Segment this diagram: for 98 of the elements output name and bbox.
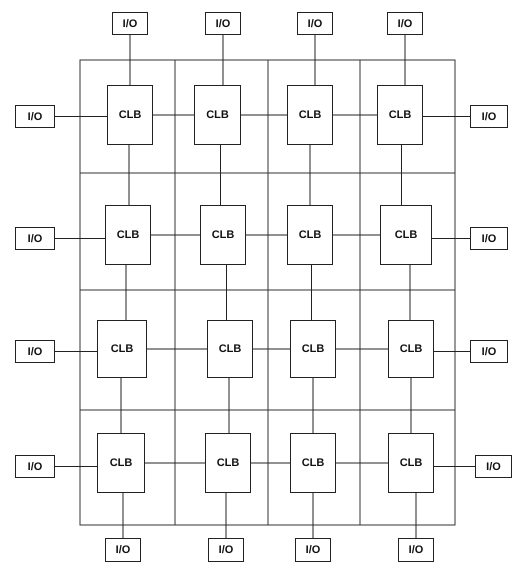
connector-line: [336, 462, 388, 464]
connector-line: [54, 116, 108, 117]
block-label: CLB: [110, 457, 132, 469]
block-box: [107, 85, 153, 145]
block-box: [15, 340, 55, 363]
block-box: [207, 320, 253, 378]
connector-line: [226, 264, 227, 320]
block-label: I/O: [28, 346, 42, 358]
block-label: CLB: [394, 229, 418, 241]
block-box: [377, 85, 423, 145]
connector-line: [150, 234, 200, 236]
block-box: [105, 205, 151, 265]
connector-line: [401, 144, 402, 206]
connector-line: [146, 348, 208, 350]
block-label: CLB: [218, 343, 242, 355]
block-box: [290, 320, 336, 378]
block-box: [205, 433, 251, 493]
connector-line: [152, 114, 194, 116]
block-box: [15, 455, 55, 478]
connector-line: [332, 114, 378, 116]
connector-line: [404, 34, 406, 86]
block-label: I/O: [482, 110, 496, 122]
block-label: I/O: [216, 18, 230, 30]
block-box: [470, 340, 508, 363]
block-box: [112, 12, 148, 35]
block-box: [208, 538, 244, 562]
block-label: CLB: [116, 229, 140, 241]
block-label: CLB: [298, 109, 322, 121]
block-box: [287, 85, 333, 145]
block-box: [388, 320, 434, 378]
block-box: [387, 12, 423, 35]
block-label: CLB: [212, 229, 234, 241]
block-box: [287, 205, 333, 265]
connector-line: [410, 378, 412, 434]
connector-line: [122, 492, 124, 538]
block-label: CLB: [216, 457, 240, 469]
connector-line: [312, 378, 314, 434]
block-label: I/O: [306, 544, 320, 556]
block-label: CLB: [302, 457, 324, 469]
block-label: CLB: [388, 109, 412, 121]
block-box: [297, 12, 333, 35]
block-box: [470, 105, 508, 128]
block-box: [388, 433, 434, 493]
block-box: [97, 433, 145, 493]
block-label: CLB: [400, 343, 422, 355]
block-box: [295, 538, 331, 562]
block-box: [15, 105, 55, 128]
block-box: [475, 455, 512, 478]
block-label: CLB: [400, 457, 422, 469]
connector-line: [332, 234, 380, 236]
connector-line: [220, 144, 221, 206]
block-label: I/O: [308, 18, 322, 30]
connector-line: [246, 234, 288, 236]
block-box: [380, 205, 432, 265]
block-box: [205, 12, 241, 35]
block-label: I/O: [408, 544, 424, 556]
connector-line: [434, 351, 470, 352]
block-label: CLB: [110, 343, 134, 355]
connector-line: [54, 238, 106, 239]
block-box: [194, 85, 241, 145]
block-box: [15, 227, 55, 250]
connector-line: [250, 462, 290, 464]
connector-line: [54, 351, 98, 352]
block-label: I/O: [486, 460, 501, 472]
connector-line: [311, 264, 312, 320]
block-box: [200, 205, 246, 265]
connector-line: [252, 348, 290, 350]
connector-line: [120, 378, 122, 434]
block-label: I/O: [122, 18, 138, 30]
connector-line: [54, 466, 98, 467]
block-label: I/O: [398, 18, 412, 30]
block-label: CLB: [302, 343, 324, 355]
block-box: [470, 227, 508, 250]
block-label: I/O: [28, 232, 42, 244]
connector-line: [128, 144, 130, 206]
block-label: I/O: [482, 232, 496, 244]
block-label: I/O: [116, 544, 130, 556]
connector-line: [228, 378, 230, 434]
connector-line: [222, 34, 224, 86]
connector-line: [422, 116, 470, 117]
block-box: [105, 538, 141, 562]
block-label: CLB: [118, 109, 142, 121]
connector-line: [336, 348, 388, 350]
connector-line: [240, 114, 288, 116]
block-label: I/O: [28, 110, 42, 122]
block-label: CLB: [206, 109, 229, 121]
block-label: CLB: [298, 229, 322, 241]
block-label: I/O: [218, 544, 234, 556]
block-label: I/O: [28, 460, 42, 472]
block-box: [398, 538, 434, 562]
connector-line: [314, 34, 316, 86]
connector-line: [432, 238, 470, 239]
connector-line: [312, 492, 314, 538]
block-label: I/O: [482, 346, 496, 358]
block-box: [290, 433, 336, 493]
block-box: [97, 320, 147, 378]
connector-line: [144, 462, 206, 464]
connector-line: [434, 466, 476, 467]
